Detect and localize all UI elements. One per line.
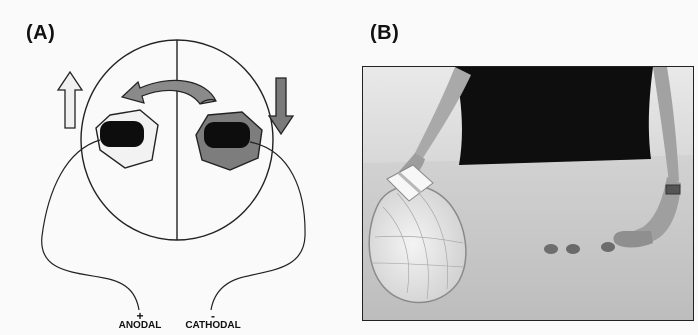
person-torso [455, 67, 653, 165]
up-arrow-icon [58, 72, 82, 128]
cathodal-terminal: - CATHODAL [178, 311, 248, 331]
cathodal-label: CATHODAL [185, 320, 240, 331]
token-2 [566, 244, 580, 254]
experiment-photo [363, 67, 693, 320]
wristwatch [666, 185, 680, 194]
anodal-label: ANODAL [119, 320, 162, 331]
token-1 [544, 244, 558, 254]
panel-a-label: (A) [26, 22, 55, 45]
panel-b-label: (B) [370, 22, 399, 45]
montage-diagram [0, 0, 350, 335]
anodal-terminal: + ANODAL [110, 311, 170, 331]
cathodal-electrode [204, 122, 250, 148]
token-3 [601, 242, 615, 252]
anodal-electrode [100, 121, 144, 147]
panel-a-diagram: (A) + ANODAL - CATHODAL [0, 0, 350, 335]
right-hand [613, 231, 653, 248]
panel-b-photo [362, 66, 694, 321]
curved-left-arrow-icon [122, 80, 216, 104]
